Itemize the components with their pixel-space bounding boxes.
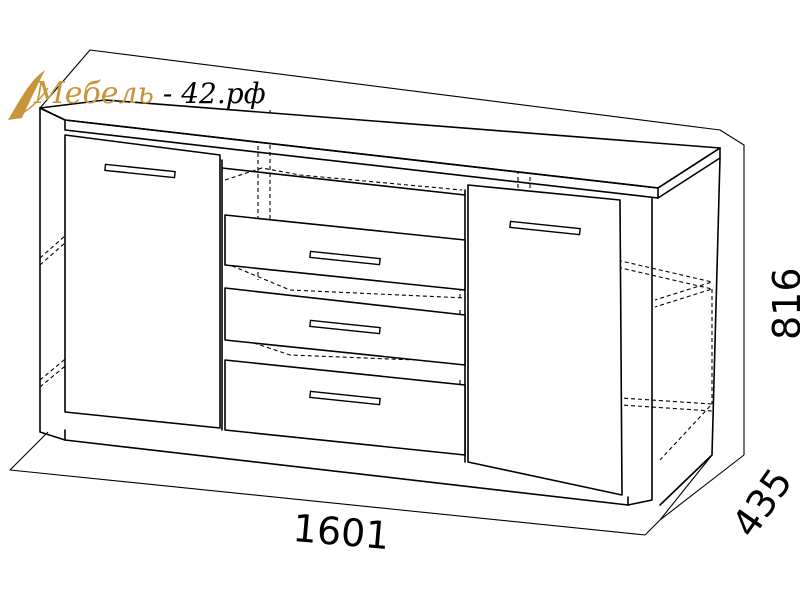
left-door-handle: [104, 163, 176, 179]
left-door: [64, 134, 221, 429]
drawer-column: [221, 159, 466, 463]
drawer-middle-handle: [309, 319, 381, 335]
drawer-bottom: [224, 359, 466, 456]
right-door: [467, 184, 623, 496]
cabinet-body: [39, 99, 721, 506]
drawer-bottom-handle: [309, 390, 381, 406]
logo-text: Мебель - 42.рф: [33, 76, 266, 111]
depth-dimension-label: 435: [723, 461, 800, 546]
drawer-top: [224, 214, 466, 291]
width-dimension-label: 1601: [291, 506, 391, 558]
drawer-top-handle: [309, 250, 381, 266]
dimension-lines: [9, 49, 745, 536]
right-door-handle: [509, 220, 581, 236]
height-dimension-label: 816: [765, 267, 800, 340]
brand-logo: Мебель - 42.рф: [8, 70, 266, 120]
